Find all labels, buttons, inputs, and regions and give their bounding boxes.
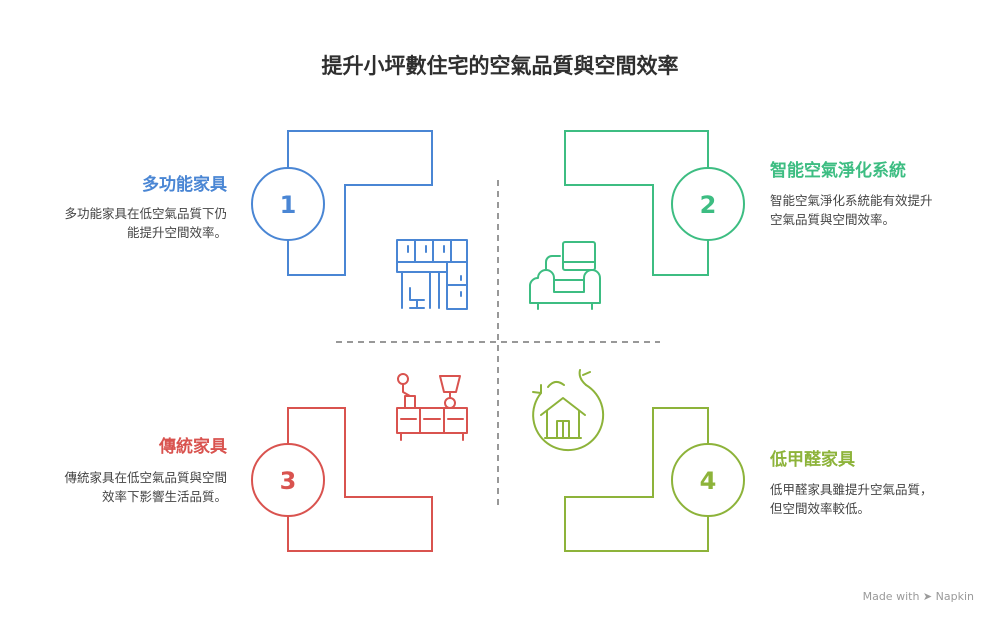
quadrant-3-title: 傳統家具 (159, 437, 227, 457)
quadrant-1-desc: 多功能家具在低空氣品質下仍能提升空間效率。 (64, 206, 227, 240)
quadrant-4-number: 4 (700, 467, 717, 495)
napkin-logo-icon: ➤ (922, 590, 933, 603)
furniture-icon (396, 239, 468, 310)
made-with-label: Made with (862, 590, 920, 603)
napkin-footer[interactable]: Made with ➤ Napkin (863, 590, 974, 603)
tv-cabinet-icon (396, 373, 468, 441)
quadrant-2-title: 智能空氣淨化系統 (770, 161, 906, 181)
quadrant-4-title: 低甲醛家具 (770, 450, 855, 470)
quadrant-1-title: 多功能家具 (142, 175, 227, 195)
eco-house-icon (532, 369, 605, 452)
quadrant-3-frame (251, 407, 433, 552)
napkin-brand: Napkin (935, 590, 974, 603)
sofa-icon (529, 241, 601, 310)
quadrant-1-frame (251, 130, 433, 276)
page-title: 提升小坪數住宅的空氣品質與空間效率 (321, 54, 679, 78)
quadrant-2-number: 2 (700, 191, 717, 219)
quadrant-3-desc: 傳統家具在低空氣品質與空間效率下影響生活品質。 (64, 470, 227, 504)
quadrant-2-desc: 智能空氣淨化系統能有效提升空氣品質與空間效率。 (770, 193, 933, 227)
quadrant-3-number: 3 (280, 467, 297, 495)
quadrant-4-desc: 低甲醛家具雖提升空氣品質，但空間效率較低。 (770, 482, 933, 516)
quadrant-2-frame (564, 130, 745, 276)
quadrant-4-frame (564, 407, 745, 552)
quadrant-1-number: 1 (280, 191, 297, 219)
